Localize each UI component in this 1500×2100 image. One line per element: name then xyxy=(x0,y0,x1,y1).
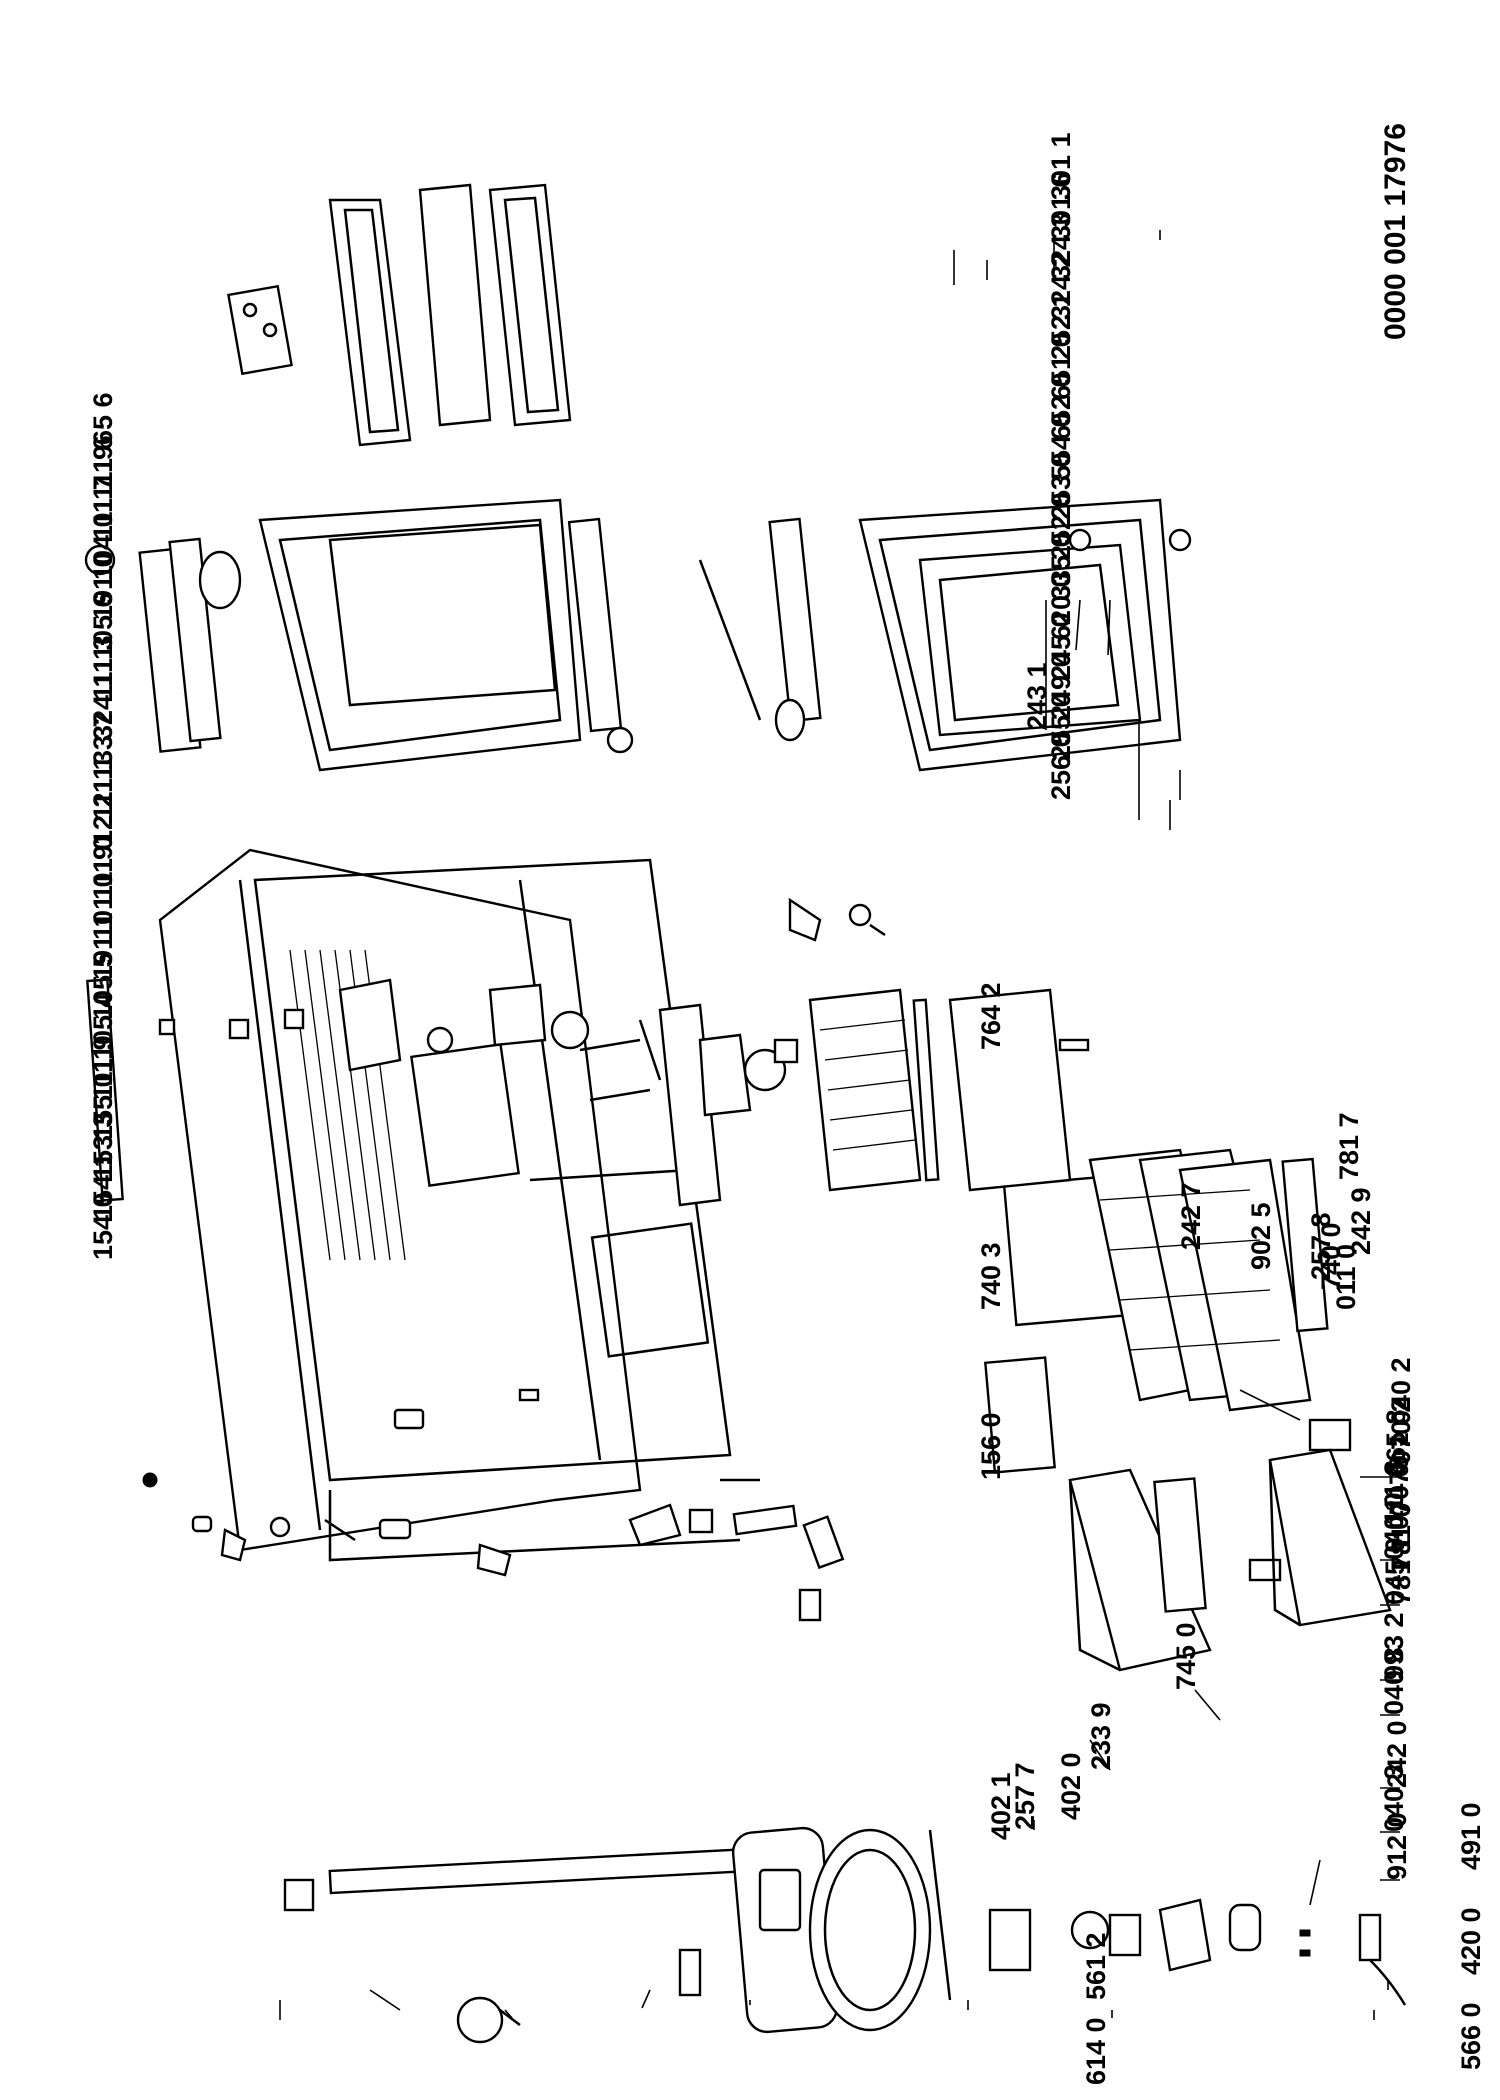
part-label-7400: 740 0 xyxy=(1316,1222,1346,1290)
part-label-4910: 491 0 xyxy=(1456,1802,1486,1870)
part-label-1055: 105 5 xyxy=(88,952,118,1020)
part-label-1110: 111 0 xyxy=(88,835,118,900)
part-label-6520: 652 0 xyxy=(1046,372,1076,440)
part-label-7811: 781 1 xyxy=(1386,1537,1416,1605)
part-label-1010: 101 0 xyxy=(88,872,118,940)
part-label-7817: 781 7 xyxy=(1334,1112,1364,1180)
part-label-2578: 257 8 xyxy=(1306,1212,1336,1280)
part-labels: 965 8 111 8 040 0 045 9 993 2 040 8 242 … xyxy=(88,132,1486,2085)
part-label-1550: 155 0 xyxy=(88,1072,118,1140)
part-label-1911: 191 1 xyxy=(88,912,118,980)
part-label-3016: 301 6 xyxy=(1046,172,1076,240)
part-label-0400: 040 0 xyxy=(1379,1492,1409,1560)
door-bins-drawing xyxy=(227,183,572,447)
part-label-2339: 233 9 xyxy=(1086,1702,1116,1770)
part-label-5540: 554 0 xyxy=(1046,412,1076,480)
part-label-7450: 745 0 xyxy=(1171,1622,1201,1690)
part-label-2530: 253 0 xyxy=(1046,452,1076,520)
part-label-9122: 912 2 xyxy=(88,792,118,860)
part-label-0700: 070 0 xyxy=(1384,1462,1414,1530)
part-label-2490: 249 0 xyxy=(1046,652,1076,720)
part-label-1540: 154 0 xyxy=(88,1192,118,1260)
part-label-2577: 257 7 xyxy=(1010,1762,1040,1830)
part-label-0459: 045 9 xyxy=(1380,1537,1410,1605)
part-label-2520: 252 0 xyxy=(1046,492,1076,560)
part-label-1111: 111 1 xyxy=(88,755,118,820)
part-label-2560: 256 0 xyxy=(1046,732,1076,800)
part-label-0403: 040 3 xyxy=(1379,1764,1409,1832)
part-label-2429: 242 9 xyxy=(1346,1187,1376,1255)
part-label-1541: 154 1 xyxy=(88,1152,118,1220)
part-label-9656: 965 6 xyxy=(88,392,118,460)
part-label-6140: 614 0 xyxy=(1081,2017,1111,2085)
part-label-2521: 252 1 xyxy=(1046,292,1076,360)
part-label-3011: 301 1 xyxy=(1046,132,1076,200)
part-label-9932: 993 2 xyxy=(1379,1612,1409,1680)
part-label-3243: 324 3 xyxy=(1046,212,1076,280)
part-label-3241: 324 1 xyxy=(88,672,118,740)
part-label-5612: 561 2 xyxy=(1081,1932,1111,2000)
document-number: 0000 001 17976 xyxy=(1379,123,1412,340)
part-label-9658: 965 8 xyxy=(1381,1409,1411,1477)
part-label-3350: 335 0 xyxy=(1046,532,1076,600)
part-label-1117: 111 7 xyxy=(88,475,118,540)
part-label-5660: 566 0 xyxy=(1456,2002,1486,2070)
part-label-2427: 242 7 xyxy=(1176,1182,1206,1250)
part-label-9120: 912 0 xyxy=(1382,1812,1412,1880)
compressor-drawing xyxy=(456,1826,1407,2044)
part-label-0408: 040 8 xyxy=(1379,1647,1409,1715)
part-label-0701: 070 1 xyxy=(1384,1432,1414,1500)
part-label-4200: 420 0 xyxy=(1456,1907,1486,1975)
leader-lines xyxy=(279,230,1402,2020)
evaporator-controls-drawing xyxy=(86,978,1090,1207)
part-label-0402: 040 2 xyxy=(1386,1357,1416,1425)
cabinet-drawing xyxy=(158,848,760,1562)
part-label-9025: 902 5 xyxy=(1246,1202,1276,1270)
part-label-1056: 105 6 xyxy=(88,592,118,660)
part-label-1040: 104 0 xyxy=(88,512,118,580)
part-label-3242: 324 2 xyxy=(1046,252,1076,320)
part-label-1118: 111 8 xyxy=(1379,1460,1409,1525)
cabinet-small-parts xyxy=(142,897,886,1622)
part-label-6510: 651 0 xyxy=(1046,332,1076,400)
part-label-6200: 620 0 xyxy=(1046,572,1076,640)
part-label-1054: 105 4 xyxy=(88,992,118,1060)
part-label-0110: 011 0 xyxy=(1331,1244,1361,1310)
part-label-2550: 255 0 xyxy=(1046,692,1076,760)
part-label-7403: 740 3 xyxy=(976,1242,1006,1310)
part-label-4020: 402 0 xyxy=(1056,1752,1086,1820)
part-label-1116: 111 6 xyxy=(88,435,118,500)
part-label-2450: 245 0 xyxy=(1046,612,1076,680)
part-label-7642: 764 2 xyxy=(976,982,1006,1050)
part-label-1910: 191 0 xyxy=(88,552,118,620)
part-label-1533: 153 3 xyxy=(88,1112,118,1180)
part-label-1337: 133 7 xyxy=(88,712,118,780)
bottom-strip-drawing xyxy=(283,1847,752,1912)
part-label-0702: 070 2 xyxy=(1386,1397,1416,1465)
part-label-2420: 242 0 xyxy=(1382,1720,1412,1788)
part-label-2431: 243 1 xyxy=(1022,662,1052,730)
part-label-1119: 111 9 xyxy=(88,1035,118,1100)
part-label-1113: 111 3 xyxy=(88,635,118,700)
part-label-7810: 781 0 xyxy=(1386,1502,1416,1570)
freezer-baskets-drawing xyxy=(984,1148,1392,1672)
part-label-1560: 156 0 xyxy=(976,1412,1006,1480)
part-label-4021: 402 1 xyxy=(986,1772,1016,1840)
doors-drawing xyxy=(84,498,1192,772)
